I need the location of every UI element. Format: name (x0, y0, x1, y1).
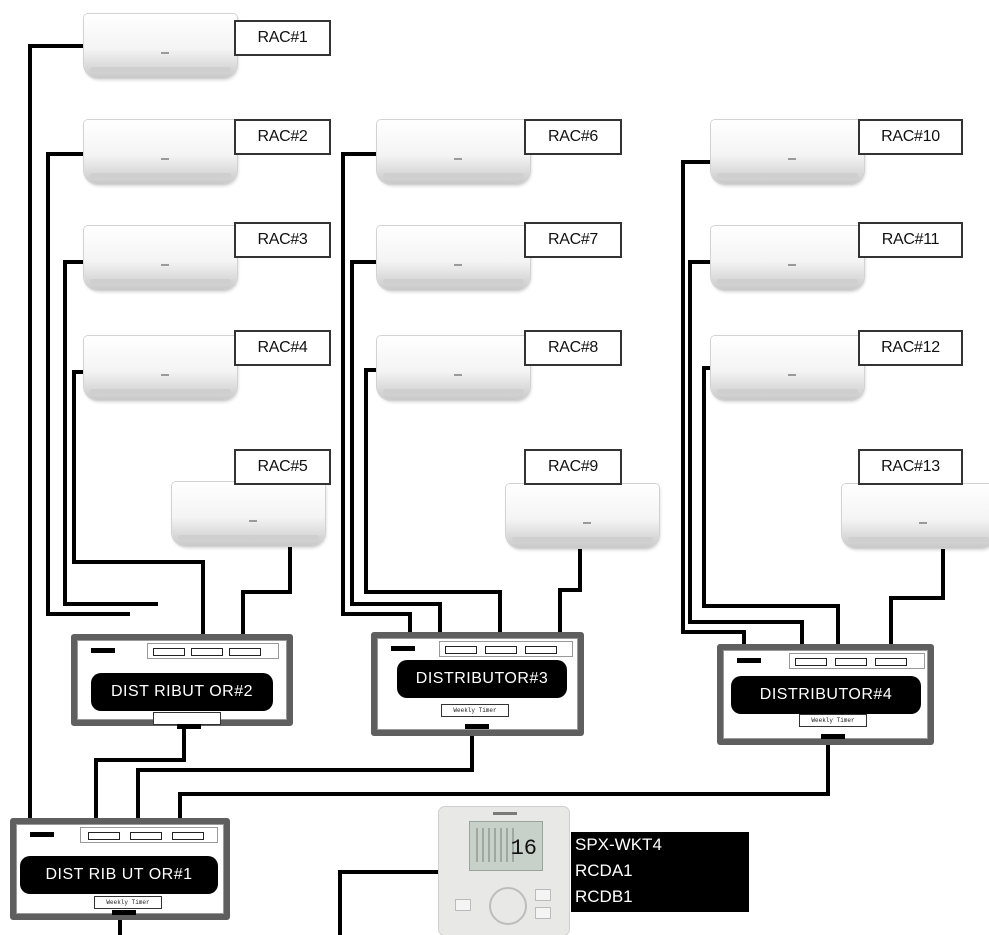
output-port (177, 724, 201, 729)
wire-rac1 (28, 44, 84, 822)
model-name: RCDA1 (575, 861, 633, 880)
wire-dist4 (178, 744, 830, 822)
indoor-unit-9 (506, 484, 659, 548)
wire-rac9 (558, 548, 582, 636)
display-value: 16 (510, 836, 537, 861)
output-port (465, 724, 489, 729)
wire-rac13 (889, 548, 945, 654)
unit-label-3: RAC#3 (234, 222, 331, 258)
remote-controller: 16 (439, 807, 569, 935)
distributor-label: DIST RIB UT OR#1 (20, 856, 218, 894)
indoor-unit-1 (84, 14, 237, 78)
controller-button (455, 899, 471, 911)
unit-label-1: RAC#1 (234, 20, 331, 56)
distributor-label: DISTRIBUTOR#3 (397, 660, 567, 698)
indoor-unit-6 (377, 120, 530, 184)
distributor-2: DIST RIBUT OR#2 (71, 634, 293, 729)
wire-remote (338, 870, 441, 935)
wire-rac12 (702, 366, 840, 654)
wire-rac5 (241, 546, 292, 636)
model-name: SPX-WKT4 (575, 835, 662, 854)
timer-label: Weekly Timer (799, 714, 867, 727)
unit-label-5: RAC#5 (234, 449, 331, 485)
brand-logo (493, 812, 517, 815)
unit-label-9: RAC#9 (524, 449, 622, 485)
timer-label: Weekly Timer (94, 896, 162, 909)
timer-label: Weekly Timer (441, 704, 509, 717)
indoor-unit-12 (711, 336, 864, 400)
controller-button (535, 889, 551, 901)
unit-label-6: RAC#6 (524, 119, 622, 155)
indoor-unit-11 (711, 226, 864, 290)
distributor-3: DISTRIBUTOR#3 Weekly Timer (371, 632, 584, 736)
wire-rac8 (364, 368, 502, 636)
status-led (737, 658, 761, 663)
unit-label-2: RAC#2 (234, 119, 331, 155)
indoor-unit-7 (377, 226, 530, 290)
wire-rac7 (350, 260, 442, 636)
unit-label-7: RAC#7 (524, 222, 622, 258)
unit-label-8: RAC#8 (524, 330, 622, 366)
wire-rac6 (341, 152, 412, 636)
indoor-unit-10 (711, 120, 864, 184)
wire-dist3 (136, 734, 474, 822)
model-name: RCDB1 (575, 887, 633, 906)
wire-dist2 (94, 722, 186, 822)
indoor-unit-2 (84, 120, 237, 184)
wire-rac4 (72, 370, 205, 636)
distributor-1: DIST RIB UT OR#1 Weekly Timer (10, 818, 230, 920)
wire-rac3 (63, 260, 158, 606)
wire-rac11 (688, 260, 804, 654)
wire-rac2 (46, 152, 130, 616)
indoor-unit-4 (84, 336, 237, 400)
wire-rac10 (681, 160, 746, 654)
unit-label-13: RAC#13 (858, 449, 963, 485)
distributor-label: DISTRIBUTOR#4 (731, 676, 921, 714)
output-port (112, 910, 136, 915)
unit-label-11: RAC#11 (858, 222, 963, 258)
status-led (30, 832, 54, 837)
unit-label-12: RAC#12 (858, 330, 963, 366)
indoor-unit-13 (842, 484, 989, 548)
distributor-4: DISTRIBUTOR#4 Weekly Timer (717, 644, 934, 745)
direction-pad (489, 887, 527, 925)
indoor-unit-3 (84, 226, 237, 290)
status-led (91, 648, 115, 653)
distributor-label: DIST RIBUT OR#2 (91, 673, 273, 711)
status-led (391, 646, 415, 651)
indoor-unit-5 (172, 482, 325, 546)
controller-display: 16 (469, 821, 543, 871)
unit-label-4: RAC#4 (234, 330, 331, 366)
indoor-unit-8 (377, 336, 530, 400)
controller-button (535, 907, 551, 919)
unit-label-10: RAC#10 (858, 119, 963, 155)
output-port (821, 734, 845, 739)
controller-models-label: SPX-WKT4 RCDA1 RCDB1 (571, 832, 749, 912)
